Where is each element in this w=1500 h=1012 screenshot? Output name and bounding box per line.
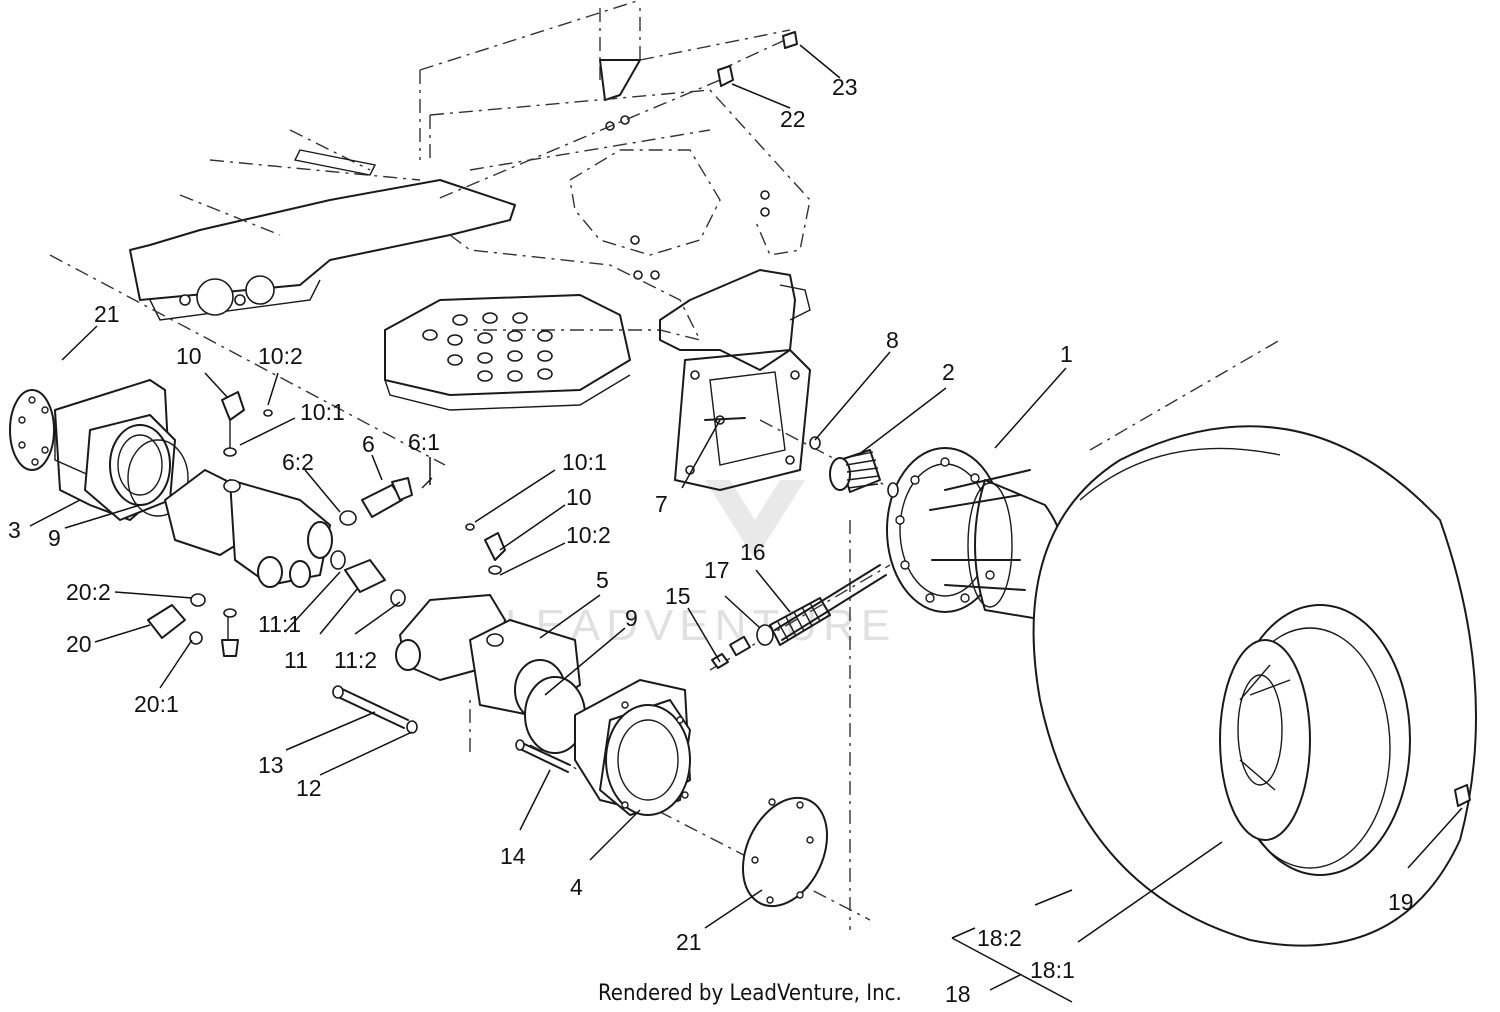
spline-coupler — [829, 449, 899, 498]
leader-lines — [29, 44, 1463, 1003]
footrest-plate — [384, 294, 631, 411]
callout-9-left: 9 — [48, 525, 61, 551]
right-motor-housing — [515, 679, 691, 816]
callout-10-1-right: 10:1 — [562, 449, 607, 475]
callout-11-1: 11:1 — [258, 611, 301, 637]
callout-16: 16 — [740, 539, 766, 565]
callout-23: 23 — [832, 74, 858, 100]
callout-4: 4 — [570, 874, 583, 900]
drive-shaft-assembly — [711, 564, 887, 669]
callout-21-top: 21 — [94, 301, 120, 327]
callout-6-1: 6:1 — [408, 429, 440, 455]
callout-8: 8 — [886, 327, 899, 353]
callout-labels: 1 2 3 4 5 6 6:1 6:2 7 8 9 9 10 10:2 10:1… — [8, 74, 1414, 1007]
callout-20-1: 20:1 — [134, 691, 179, 717]
callout-22: 22 — [780, 106, 806, 132]
credit-text: Rendered by LeadVenture, Inc. — [598, 981, 902, 1006]
motor-mount-plate — [674, 349, 811, 491]
callout-18-2: 18:2 — [977, 925, 1022, 951]
frame-chassis — [129, 0, 811, 371]
callout-18-1: 18:1 — [1030, 957, 1075, 983]
left-fittings — [147, 477, 433, 645]
callout-19: 19 — [1388, 889, 1414, 915]
callout-6: 6 — [362, 431, 375, 457]
callout-10-1-left: 10:1 — [300, 399, 345, 425]
o-ring-left — [127, 439, 189, 517]
callout-7: 7 — [655, 491, 668, 517]
tire-and-wheel — [1032, 425, 1477, 947]
wheel-hub — [886, 447, 1066, 621]
callout-10-2-right: 10:2 — [566, 522, 611, 548]
callout-10-2-left: 10:2 — [258, 343, 303, 369]
top-hardware — [717, 31, 798, 87]
callout-14: 14 — [500, 843, 526, 869]
o-ring — [809, 436, 821, 450]
callout-18: 18 — [945, 981, 971, 1007]
callout-10-right: 10 — [566, 484, 592, 510]
callout-11-2: 11:2 — [334, 647, 377, 673]
callout-13: 13 — [258, 752, 284, 778]
callout-2: 2 — [942, 359, 955, 385]
callout-10-left: 10 — [176, 343, 202, 369]
callout-6-2: 6:2 — [282, 449, 314, 475]
callout-20: 20 — [66, 631, 92, 657]
callout-3: 3 — [8, 517, 21, 543]
callout-11: 11 — [284, 647, 308, 673]
callout-15: 15 — [665, 583, 691, 609]
callout-9-right: 9 — [625, 605, 638, 631]
callout-1: 1 — [1060, 341, 1073, 367]
right-hydraulic-motor — [395, 523, 586, 754]
callout-17: 17 — [704, 557, 730, 583]
bolt-and-washer — [332, 685, 418, 734]
callout-12: 12 — [296, 775, 322, 801]
callout-20-2: 20:2 — [66, 579, 111, 605]
left-motor-housing — [9, 379, 176, 521]
callout-21-bottom: 21 — [676, 929, 702, 955]
cover-plate-right — [741, 796, 829, 908]
left-hydraulic-motor — [164, 391, 333, 657]
callout-5: 5 — [596, 567, 609, 593]
